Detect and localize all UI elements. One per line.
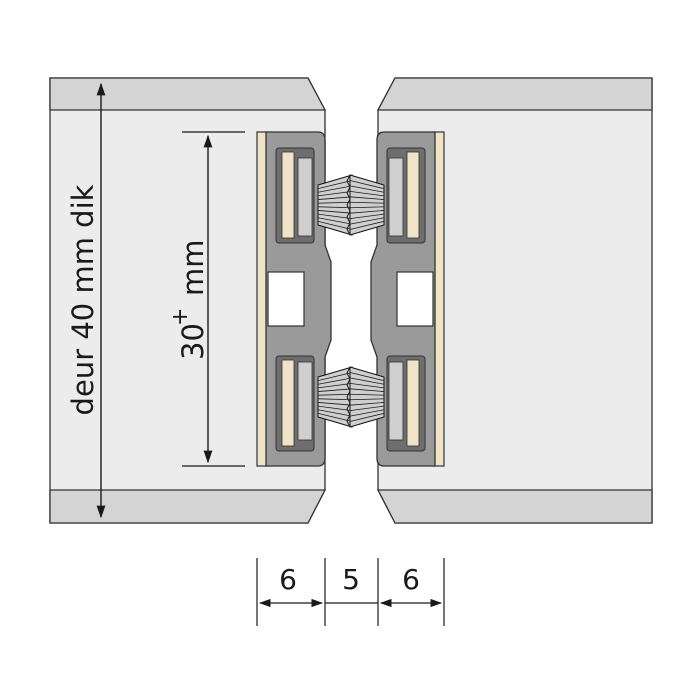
- brush-seals: [317, 174, 385, 428]
- profile-height-label: 30 + mm: [168, 240, 210, 361]
- left-center-window: [267, 271, 305, 327]
- left-upper-insert: [281, 151, 295, 239]
- right-door-bottom-edge: [376, 489, 653, 524]
- profile-height-unit: mm: [176, 240, 210, 297]
- left-lower-insert: [281, 359, 295, 447]
- right-center-window: [396, 271, 434, 327]
- left-lower-clip: [297, 361, 313, 441]
- width-label-right: 6: [402, 563, 420, 596]
- brush-right-lower: [346, 366, 385, 428]
- left-seal-profile: [256, 131, 332, 467]
- width-dimensions: 6 5 6: [256, 558, 445, 626]
- profile-height-sup: +: [168, 308, 193, 326]
- brush-left-upper: [317, 174, 356, 236]
- left-door-top-edge: [49, 77, 327, 111]
- left-door-bottom-edge: [49, 489, 327, 524]
- brush-left-lower: [317, 366, 356, 428]
- right-door: [376, 77, 653, 524]
- door-thickness-dimension: deur 40 mm dik: [66, 82, 106, 519]
- right-lower-clip: [388, 361, 404, 441]
- right-lower-insert: [406, 359, 420, 447]
- door-thickness-label: deur 40 mm dik: [66, 184, 100, 415]
- left-upper-clip: [297, 157, 313, 237]
- right-upper-clip: [388, 157, 404, 237]
- right-upper-insert: [406, 151, 420, 239]
- brush-right-upper: [346, 174, 385, 236]
- left-door: [49, 77, 327, 524]
- width-label-left: 6: [279, 563, 297, 596]
- right-seal-profile: [370, 131, 445, 467]
- right-door-top-edge: [376, 77, 653, 111]
- profile-height-dimension: 30 + mm: [168, 131, 245, 467]
- profile-height-value: 30: [176, 323, 210, 360]
- width-label-middle: 5: [342, 563, 360, 596]
